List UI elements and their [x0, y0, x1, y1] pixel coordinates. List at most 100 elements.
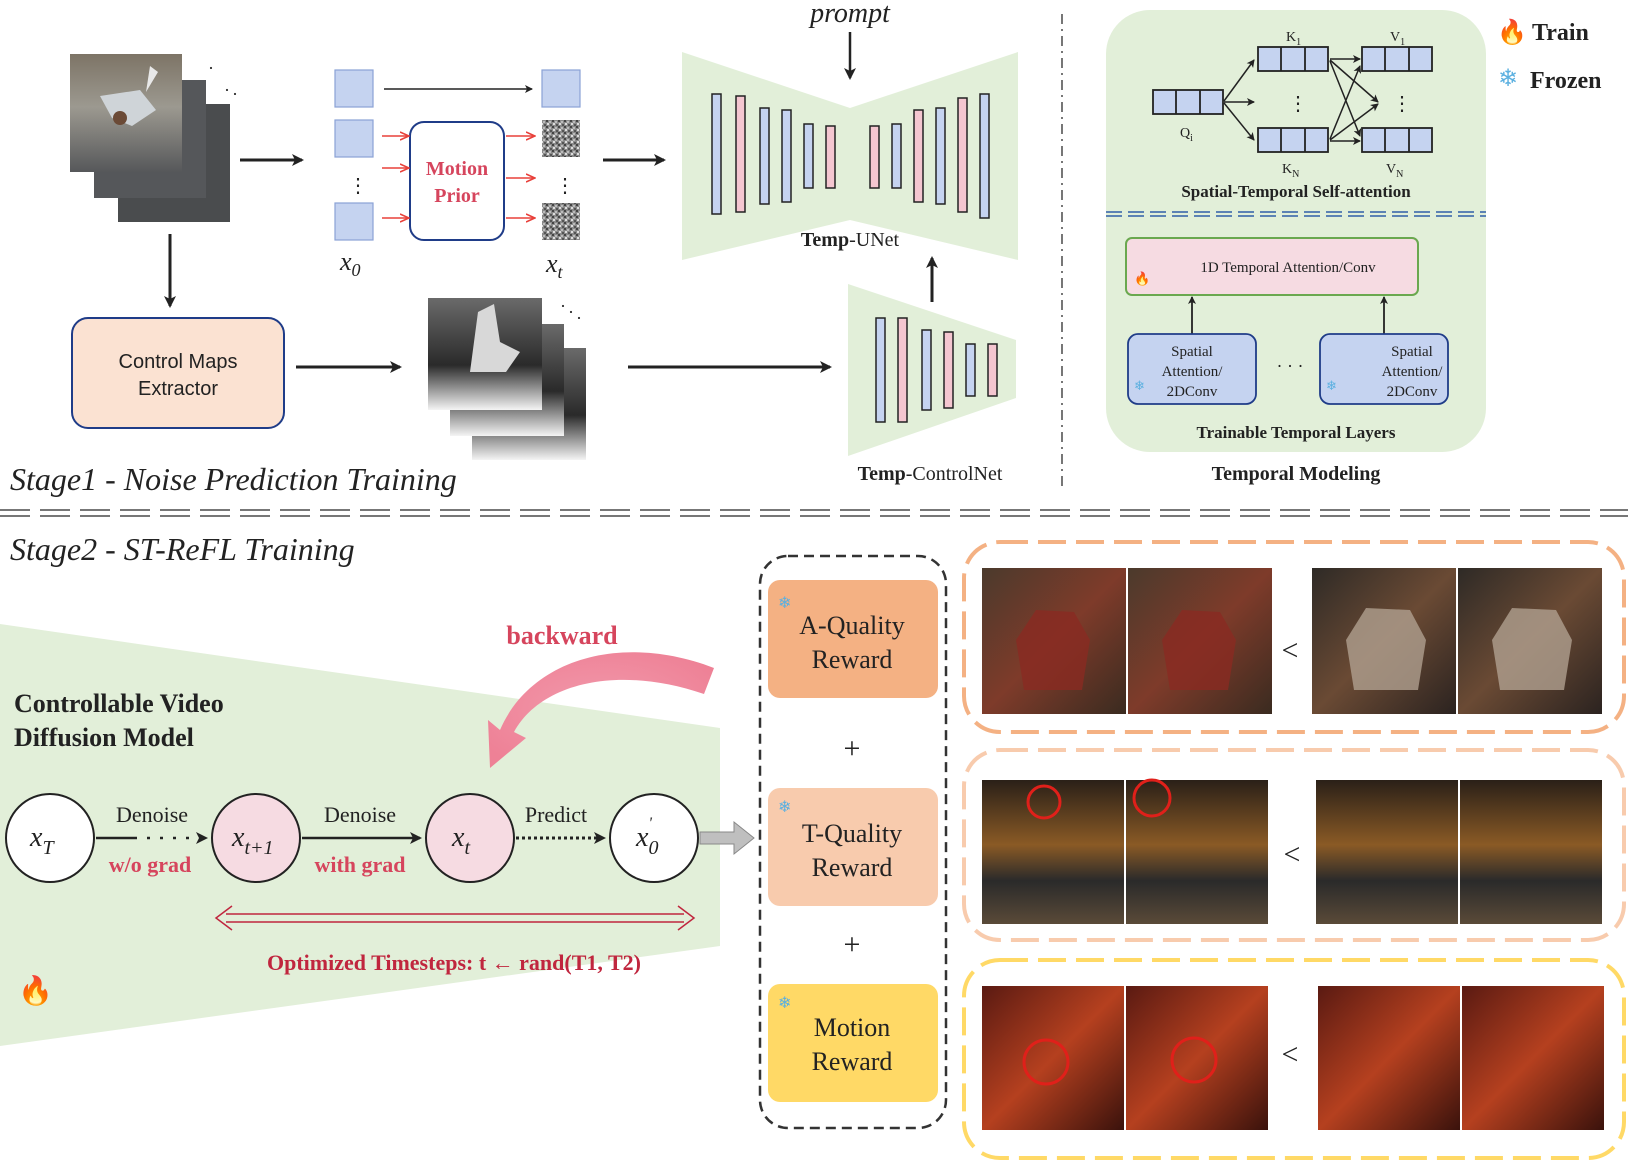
node-xt-plus-1: [211, 793, 301, 883]
xt-label: xt: [545, 249, 564, 282]
svg-text:·: ·: [560, 296, 566, 316]
spatial-left-line3: 2DConv: [1167, 384, 1218, 400]
motion-prior-red-arrows: [382, 136, 534, 218]
rewards-container: [758, 554, 948, 1130]
t-quality-less-than: <: [1284, 838, 1301, 871]
motion-prior-box: [409, 121, 505, 241]
prompt-label: prompt: [808, 0, 891, 29]
temp-unet-shape: [682, 52, 1018, 260]
svg-text:·: ·: [576, 308, 582, 328]
motion-example-images: [982, 986, 1604, 1130]
diffusion-model-title-line2: Diffusion Model: [14, 723, 194, 752]
stage2-title: Stage2 - ST-ReFL Training: [10, 531, 355, 567]
node-x0-prime: [609, 793, 699, 883]
spatial-left-line2: Attention/: [1162, 364, 1224, 380]
input-video-frames: · · ·: [70, 54, 238, 222]
control-maps-extractor-line1: Control Maps: [119, 351, 238, 373]
t-quality-snow-icon: ❄: [778, 799, 791, 816]
wo-grad-label: w/o grad: [109, 852, 192, 877]
k1-label: K1: [1286, 30, 1301, 48]
legend-frozen-label: Frozen: [1530, 68, 1602, 94]
frames-ellipsis-dots: ·: [224, 80, 230, 100]
optimized-timesteps-label: Optimized Timesteps: t ← rand(T1, T2): [267, 950, 641, 975]
spatial-right-snow-icon: ❄: [1326, 378, 1337, 393]
t-quality-reward-box: [768, 788, 938, 906]
temporal-modeling-title: Temporal Modeling: [1212, 463, 1381, 485]
t-quality-examples-panel: [962, 748, 1626, 942]
legend-fire-icon: 🔥: [1497, 18, 1527, 46]
temporal-attention-box: [1125, 237, 1419, 296]
svg-text:⋮: ⋮: [348, 175, 368, 197]
query-token-group: [1152, 89, 1224, 115]
svg-text:⋮: ⋮: [555, 175, 575, 197]
motion-examples-panel: [962, 958, 1626, 1160]
a-quality-snow-icon: ❄: [778, 595, 791, 612]
temp-unet-label: Temp-UNet: [801, 229, 900, 251]
temp-controlnet-shape: [848, 284, 1016, 456]
svg-text:·: ·: [232, 84, 238, 104]
temporal-attention-label: 1D Temporal Attention/Conv: [1200, 260, 1376, 276]
spatial-right-line2: Attention/: [1382, 364, 1444, 380]
optimized-timesteps-arrow: [214, 905, 696, 931]
k-ellipsis: ⋮: [1288, 93, 1308, 115]
plus-sign-2: +: [844, 928, 861, 961]
node-x0-prime-label: x0': [635, 815, 658, 859]
latent-xt-column: ⋮: [541, 69, 581, 240]
motion-snow-icon: ❄: [778, 995, 791, 1012]
key-value-bottom-row: [1257, 127, 1433, 153]
svg-text:·: ·: [208, 58, 214, 78]
a-quality-reward-line2: Reward: [812, 645, 893, 674]
denoise-label-1: Denoise: [116, 802, 188, 827]
spatial-left-snow-icon: ❄: [1134, 378, 1145, 393]
t-quality-reward-line1: T-Quality: [802, 819, 902, 848]
node-xt-plus-1-label: xt+1: [231, 822, 274, 859]
a-quality-less-than: <: [1282, 634, 1299, 667]
legend-train-label: Train: [1532, 20, 1589, 46]
control-maps-extractor-box: [71, 317, 285, 429]
stage1-title: Stage1 - Noise Prediction Training: [10, 461, 457, 497]
a-quality-reward-line1: A-Quality: [799, 611, 904, 640]
temp-unet-layers: [711, 93, 990, 219]
denoise-label-2: Denoise: [324, 802, 396, 827]
a-quality-examples-panel: [962, 540, 1626, 734]
temp-controlnet-layers: [875, 317, 998, 423]
plus-sign-1: +: [844, 732, 861, 765]
spatial-temporal-attention-title: Spatial-Temporal Self-attention: [1181, 182, 1411, 201]
node-xt-label: xt: [451, 822, 470, 859]
motion-reward-box: [768, 984, 938, 1102]
temp-controlnet-label: Temp-ControlNet: [858, 463, 1003, 485]
motion-reward-line2: Reward: [812, 1047, 893, 1076]
q-label: Qi: [1180, 126, 1193, 144]
motion-prior-line1: Motion: [426, 158, 488, 180]
vn-label: VN: [1386, 162, 1403, 180]
depth-map-frames: · · ·: [428, 296, 586, 460]
diffusion-model-title-line1: Controllable Video: [14, 689, 224, 718]
spatial-right-line1: Spatial: [1391, 344, 1433, 360]
spatial-ellipsis: · · ·: [1277, 356, 1304, 376]
temporal-attention-fire-icon: 🔥: [1134, 271, 1150, 286]
backward-arrow: [488, 652, 714, 768]
node-xT: [5, 793, 95, 883]
latent-x0-column: ⋮: [334, 69, 374, 241]
to-rewards-arrow: [699, 820, 755, 856]
legend-snow-icon: ❄: [1498, 66, 1518, 92]
svg-text:·: ·: [568, 302, 574, 322]
t-quality-reward-line2: Reward: [812, 853, 893, 882]
backward-label: backward: [506, 621, 618, 650]
node-xt: [425, 793, 515, 883]
spatial-right-line3: 2DConv: [1387, 384, 1438, 400]
attention-arrows: [1223, 55, 1379, 145]
a-quality-example-images: [982, 568, 1602, 714]
predict-label: Predict: [525, 802, 587, 827]
node-xT-label: xT: [29, 822, 55, 859]
v1-label: V1: [1390, 30, 1405, 48]
t-quality-example-images: [982, 778, 1602, 924]
x0-label: x0: [339, 247, 361, 280]
key-value-top-row: [1257, 46, 1433, 72]
stage2-fire-icon: 🔥: [18, 974, 53, 1007]
diffusion-model-shape: [0, 624, 720, 1046]
v-ellipsis: ⋮: [1392, 93, 1412, 115]
motion-less-than: <: [1282, 1038, 1299, 1071]
trainable-temporal-layers-label: Trainable Temporal Layers: [1197, 423, 1396, 442]
